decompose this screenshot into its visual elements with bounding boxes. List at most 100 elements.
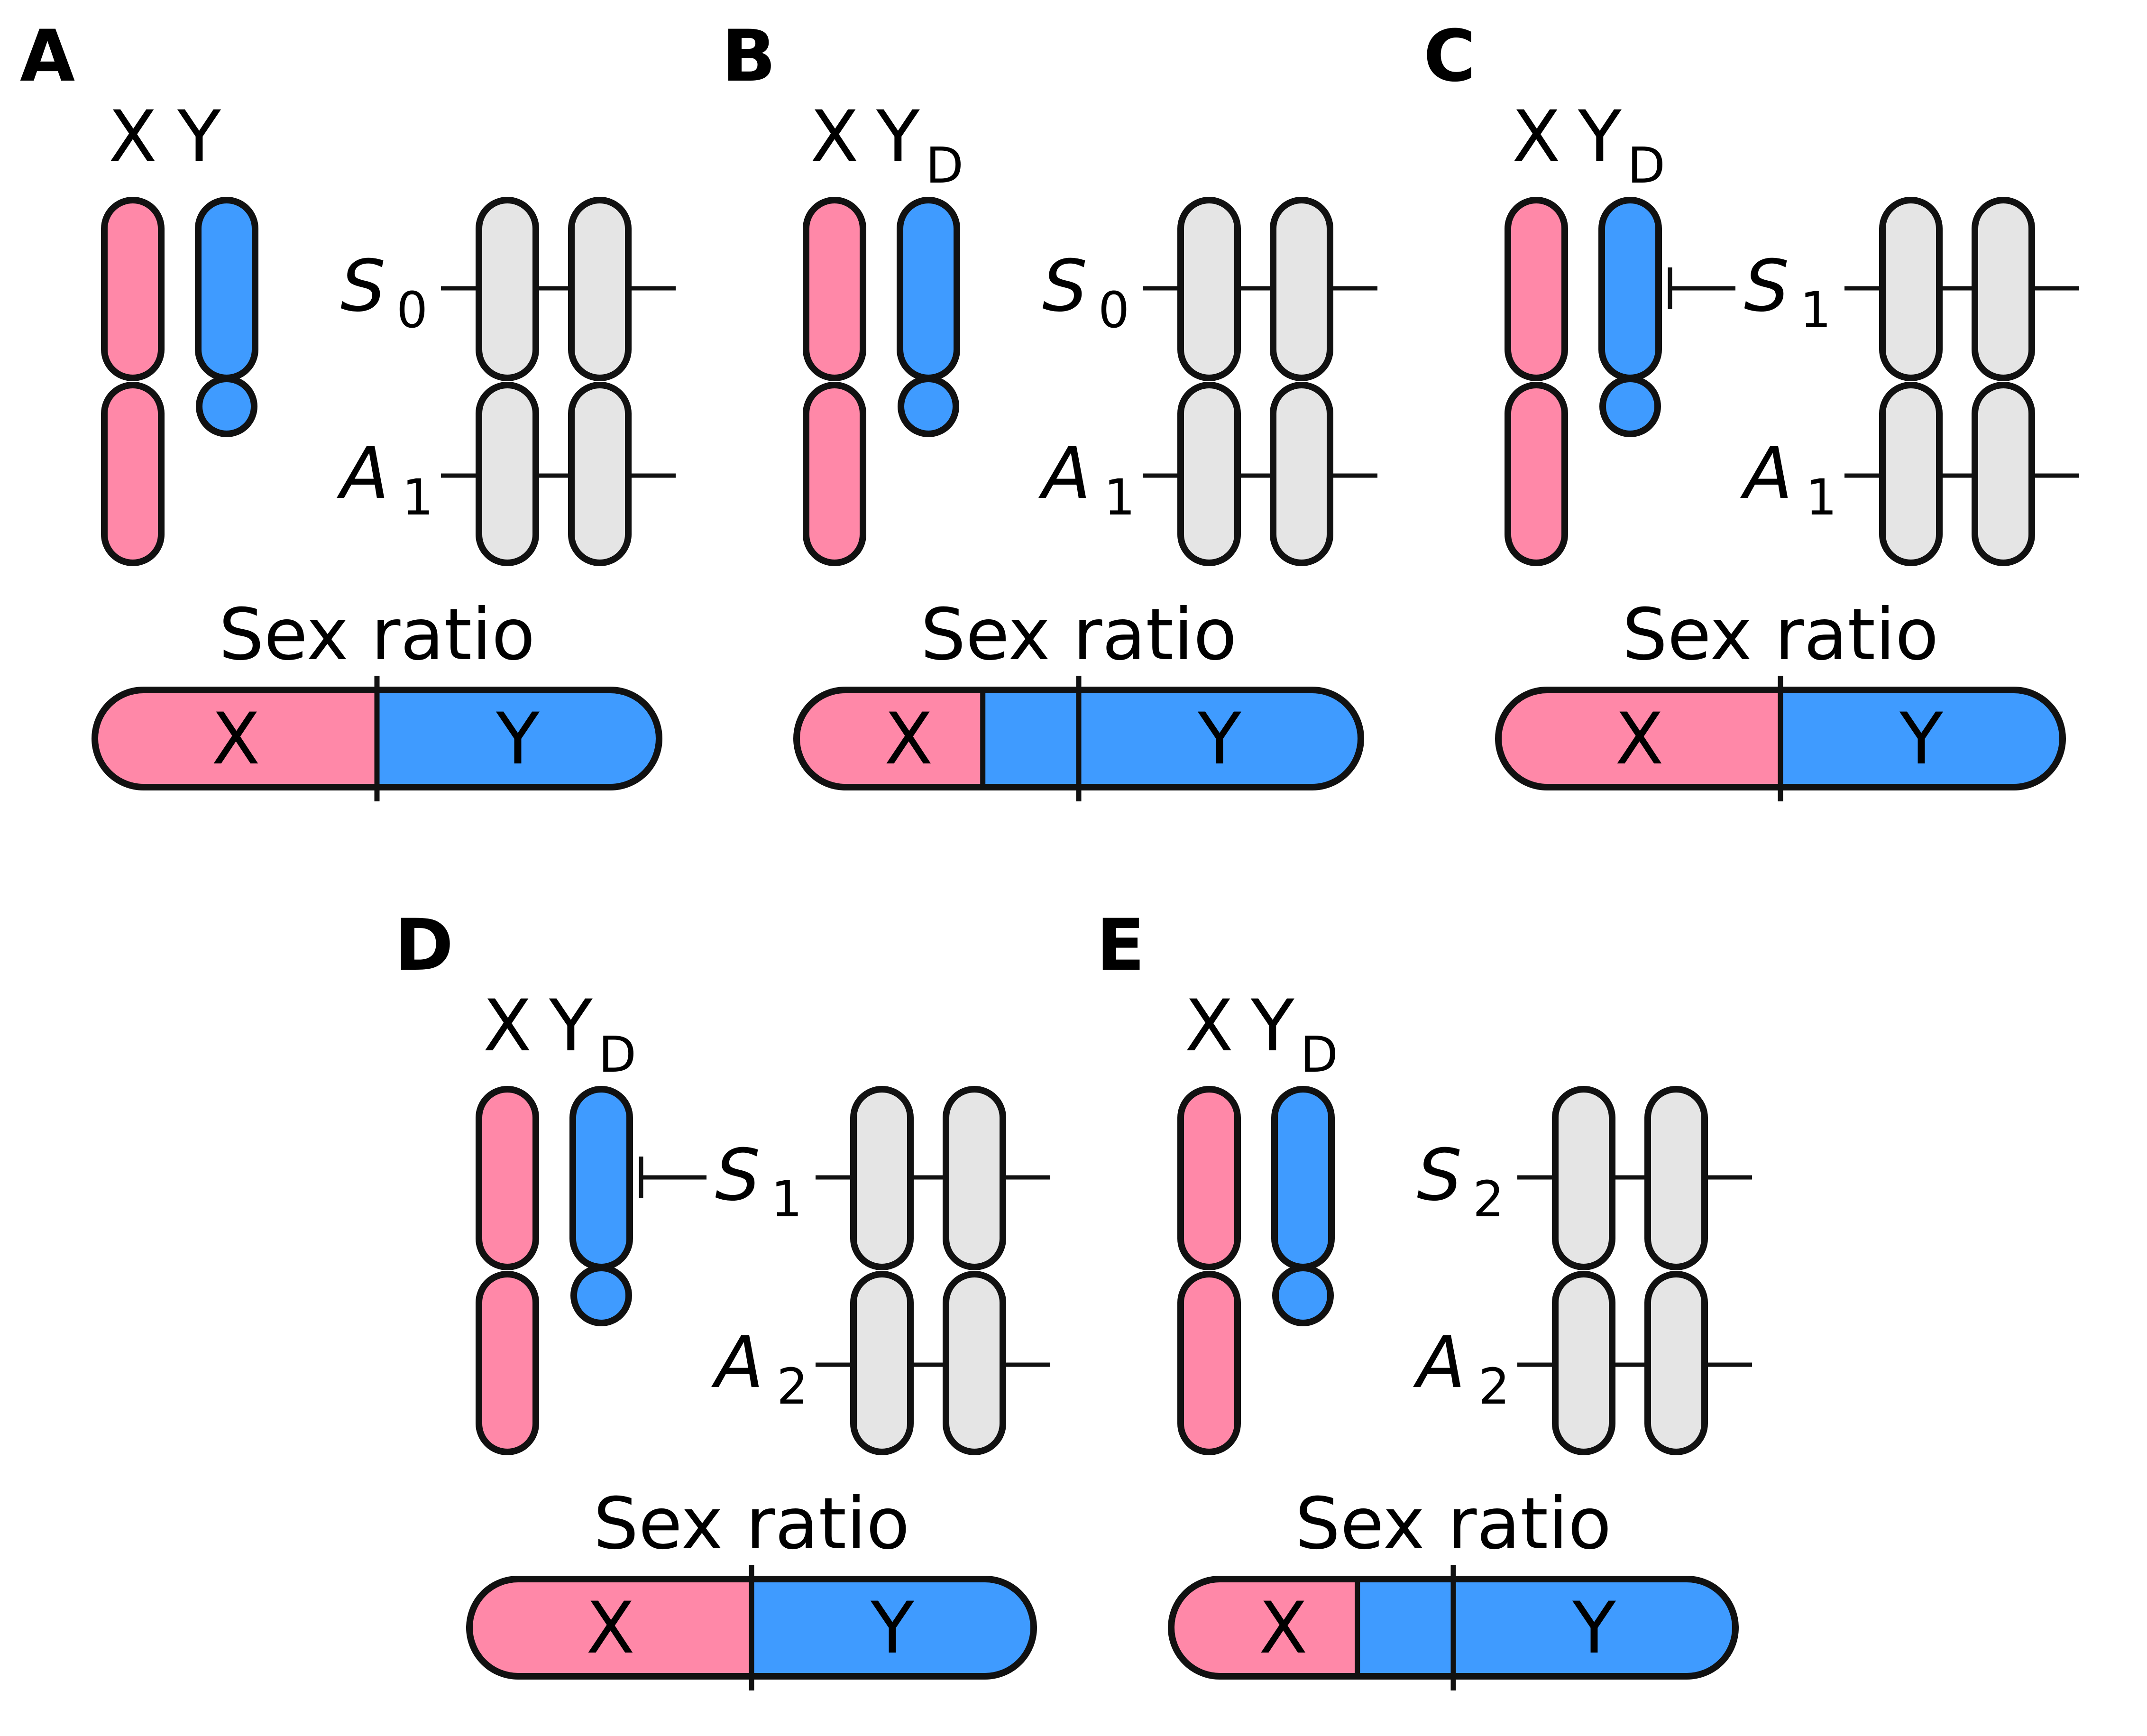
x-chromosome-upper-arm <box>1505 197 1568 381</box>
sex-ratio-title: Sex ratio <box>1622 594 1938 676</box>
a-gene-subscript: 1 <box>402 468 433 526</box>
sex-ratio-x-segment <box>95 690 377 787</box>
x-chromosome-label: X <box>1185 985 1234 1067</box>
y-chromosome-knob <box>1599 376 1661 437</box>
x-chromosome-lower-arm <box>803 382 866 566</box>
autosome-1-upper-arm <box>1177 197 1241 381</box>
y-chromosome-label: Y <box>1250 985 1294 1067</box>
a-gene-subscript: 2 <box>777 1358 808 1415</box>
autosome-1-lower-arm <box>850 1271 914 1455</box>
x-chromosome-label: X <box>1512 96 1561 178</box>
sex-ratio-x-label: X <box>1615 698 1664 781</box>
y-chromosome-subscript: D <box>1300 1026 1338 1084</box>
a-gene-subscript: 2 <box>1478 1358 1510 1415</box>
s-gene-label: S <box>1042 245 1087 328</box>
autosome-2-lower-arm <box>1972 382 2035 566</box>
autosome-2-upper-arm <box>1644 1086 1708 1270</box>
autosome-2-lower-arm <box>1644 1271 1708 1455</box>
sex-ratio-y-label: Y <box>1572 1587 1616 1670</box>
s-gene-subscript: 1 <box>771 1170 802 1228</box>
s-gene-subscript: 0 <box>1098 281 1129 339</box>
sex-ratio-y-label: Y <box>1197 698 1241 781</box>
y-chromosome-arm <box>1598 197 1662 381</box>
y-chromosome-label: Y <box>549 985 593 1067</box>
autosome-1-lower-arm <box>1879 382 1943 566</box>
sex-ratio-x-segment <box>469 1579 752 1676</box>
s-gene-label: S <box>340 245 385 328</box>
x-chromosome-lower-arm <box>476 1271 539 1455</box>
sex-ratio-x-segment <box>1171 1579 1358 1676</box>
y-chromosome-subscript: D <box>926 137 963 194</box>
x-chromosome-lower-arm <box>101 382 165 566</box>
x-chromosome-label: X <box>483 985 532 1067</box>
x-chromosome-lower-arm <box>1505 382 1568 566</box>
sex-ratio-x-label: X <box>1259 1587 1308 1670</box>
y-chromosome-arm <box>897 197 960 381</box>
a-gene-subscript: 1 <box>1806 468 1837 526</box>
sex-ratio-x-segment <box>1498 690 1780 787</box>
sex-ratio-y-label: Y <box>870 1587 914 1670</box>
sex-ratio-title: Sex ratio <box>920 594 1237 676</box>
x-chromosome-lower-arm <box>1177 1271 1241 1455</box>
autosome-1-lower-arm <box>1552 1271 1615 1455</box>
sex-ratio-y-label: Y <box>1899 698 1943 781</box>
sex-ratio-title: Sex ratio <box>219 594 535 676</box>
a-gene-subscript: 1 <box>1104 468 1135 526</box>
x-chromosome-label: X <box>810 96 859 178</box>
s-gene-label: S <box>1417 1134 1462 1217</box>
s-gene-subscript: 0 <box>396 281 428 339</box>
a-gene-label: A <box>1413 1322 1466 1404</box>
y-chromosome-arm <box>195 197 258 381</box>
y-chromosome-knob <box>570 1265 632 1326</box>
panel-letter: B <box>722 15 776 98</box>
s-gene-subscript: 2 <box>1473 1170 1504 1228</box>
a-gene-label: A <box>1740 432 1793 515</box>
s-gene-subscript: 1 <box>1800 281 1831 339</box>
autosome-2-upper-arm <box>568 197 632 381</box>
y-chromosome-arm <box>1271 1086 1335 1270</box>
y-chromosome-subscript: D <box>1627 137 1665 194</box>
sex-ratio-title: Sex ratio <box>593 1483 909 1565</box>
autosome-2-upper-arm <box>1270 197 1333 381</box>
y-chromosome-subscript: D <box>598 1026 636 1084</box>
sex-ratio-x-label: X <box>211 698 260 781</box>
autosome-1-upper-arm <box>1552 1086 1615 1270</box>
y-chromosome-label: Y <box>876 96 920 178</box>
y-chromosome-knob <box>1272 1265 1334 1326</box>
x-chromosome-label: X <box>109 96 157 178</box>
panel-letter: C <box>1423 15 1476 98</box>
y-chromosome-knob <box>898 376 959 437</box>
s-gene-label: S <box>1744 245 1789 328</box>
a-gene-label: A <box>711 1322 764 1404</box>
panel-letter: A <box>20 15 75 98</box>
panel-letter: D <box>395 904 454 987</box>
y-chromosome-arm <box>569 1086 633 1270</box>
autosome-2-lower-arm <box>1270 382 1333 566</box>
autosome-2-upper-arm <box>943 1086 1006 1270</box>
autosome-2-lower-arm <box>568 382 632 566</box>
y-chromosome-label: Y <box>177 96 221 178</box>
y-chromosome-label: Y <box>1578 96 1622 178</box>
autosome-2-lower-arm <box>943 1271 1006 1455</box>
sex-ratio-x-label: X <box>884 698 933 781</box>
x-chromosome-upper-arm <box>803 197 866 381</box>
sex-ratio-x-segment <box>797 690 983 787</box>
x-chromosome-upper-arm <box>476 1086 539 1270</box>
a-gene-label: A <box>337 432 389 515</box>
autosome-1-lower-arm <box>476 382 539 566</box>
panel-letter: E <box>1096 904 1145 987</box>
autosome-2-upper-arm <box>1972 197 2035 381</box>
autosome-1-lower-arm <box>1177 382 1241 566</box>
x-chromosome-upper-arm <box>1177 1086 1241 1270</box>
sex-ratio-x-label: X <box>586 1587 635 1670</box>
autosome-1-upper-arm <box>1879 197 1943 381</box>
autosome-1-upper-arm <box>476 197 539 381</box>
sex-ratio-y-label: Y <box>495 698 540 781</box>
y-chromosome-knob <box>196 376 257 437</box>
x-chromosome-upper-arm <box>101 197 165 381</box>
